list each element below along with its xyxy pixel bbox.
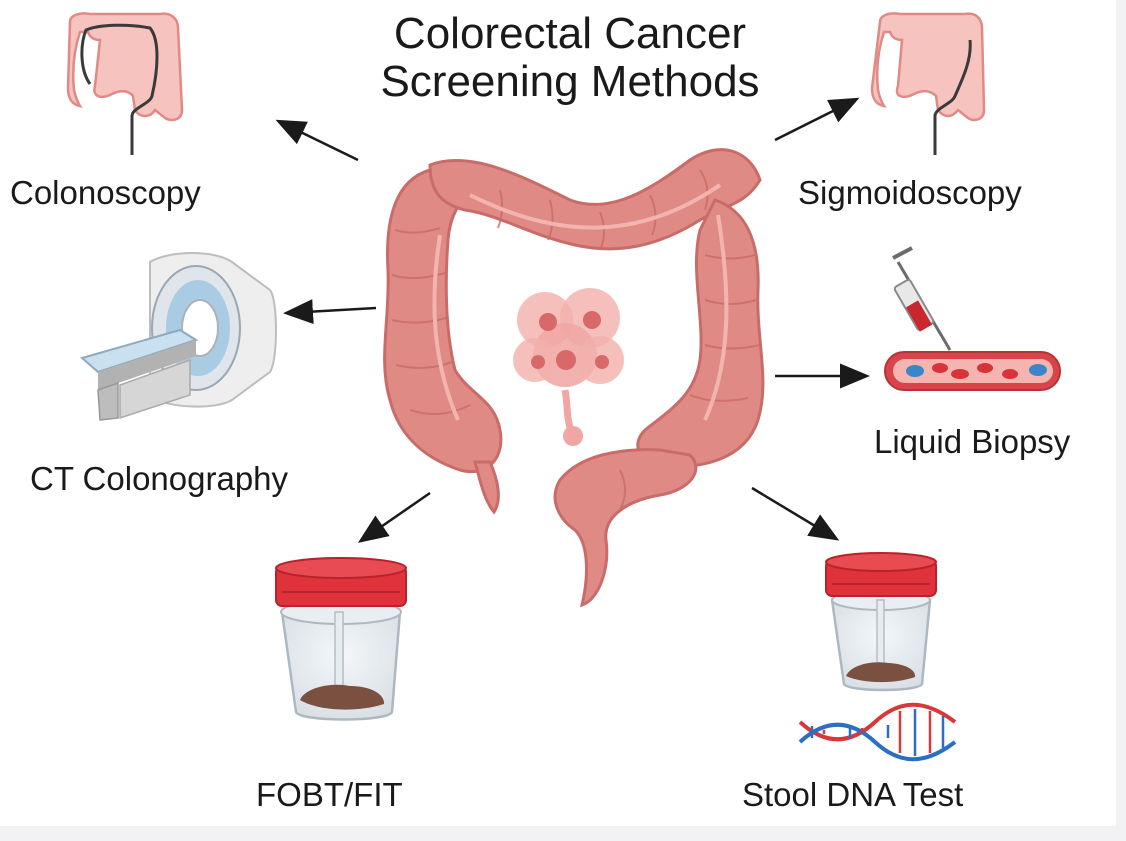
fobt-jar-icon [275, 557, 407, 721]
label-fobt-fit: FOBT/FIT [256, 776, 403, 813]
arrow-to-stool-dna [751, 486, 840, 541]
arrow-to-ct [283, 299, 377, 325]
label-stool-dna-test: Stool DNA Test [742, 776, 964, 813]
sigmoidoscopy-icon [870, 12, 986, 155]
colonoscopy-icon [66, 12, 184, 155]
diagram-illustration [66, 12, 1061, 762]
colon-illustration [383, 148, 765, 608]
liquid-biopsy-icon [884, 246, 1061, 391]
ct-scanner-icon [79, 252, 277, 421]
arrow-to-fobt [357, 491, 431, 543]
dna-helix-icon [798, 702, 957, 762]
title-line-2: Screening Methods [380, 57, 760, 106]
arrow-to-colonoscopy [275, 119, 359, 162]
arrow-to-sigmoidoscopy [774, 97, 860, 142]
label-ct-colonography: CT Colonography [30, 460, 289, 497]
label-sigmoidoscopy: Sigmoidoscopy [798, 174, 1022, 211]
stool-dna-jar-icon [825, 552, 937, 692]
diagram-title: Colorectal Cancer Screening Methods [320, 10, 820, 106]
diagram-canvas: Colorectal Cancer Screening Methods [0, 0, 1116, 826]
tumor-cells [513, 288, 624, 446]
label-liquid-biopsy: Liquid Biopsy [874, 423, 1071, 460]
label-colonoscopy: Colonoscopy [10, 174, 201, 211]
title-line-1: Colorectal Cancer [393, 9, 747, 58]
